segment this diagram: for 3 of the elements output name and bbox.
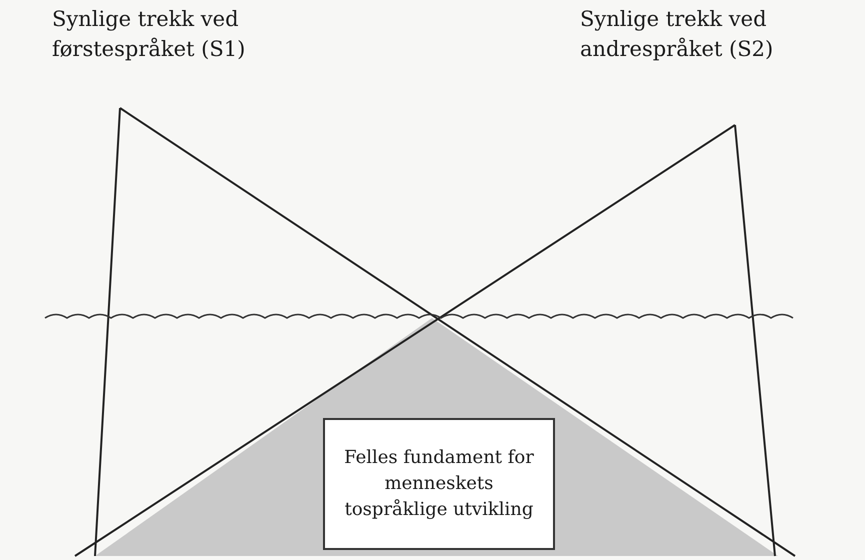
heading: Synlige trekk ved førstespråket (S1) xyxy=(52,6,246,63)
text-box: Felles fundament for menneskets tospråklige utvikling xyxy=(323,418,555,550)
heading: Synlige trekk ved andrespråket (S2) xyxy=(580,6,774,63)
